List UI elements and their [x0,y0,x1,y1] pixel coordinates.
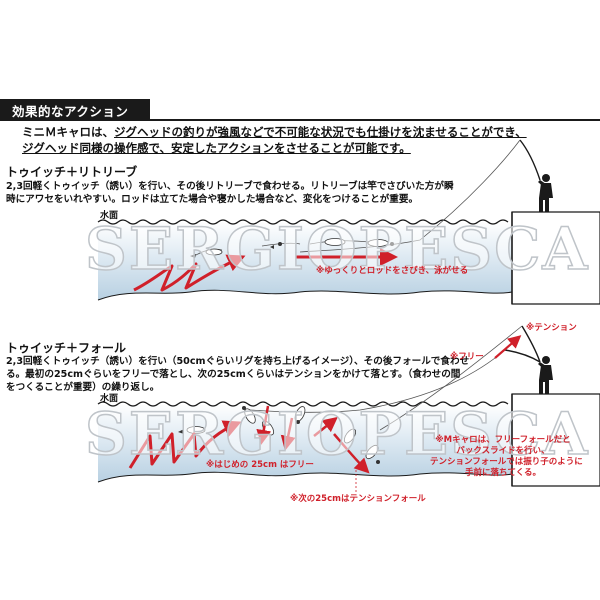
intro-line2: ジグヘッド同様の操作感で、安定したアクションをさせることが可能です。 [22,141,411,155]
section1-line [299,139,521,253]
header-rule [0,119,600,121]
intro-line1-underlined: ジグヘッドの釣りが強風などで不可能な状況でも仕掛けを沈ませることができ、 [114,125,527,139]
section2-angler [538,356,553,394]
section2-line-free [249,349,506,413]
section1-title: トゥイッチ＋リトリーブ [6,165,138,179]
section2-desc: 2,3回軽くトゥイッチ（誘い）を行い（50cmぐらいリグを持ち上げるイメージ）、… [6,355,469,394]
section-header-title: 効果的なアクション [12,104,129,119]
intro-line1-pre: ミニＭキャロは、 [22,125,114,139]
section1-desc-line1: 2,3回軽くトゥイッチ（誘い）を行い、その後リトリーブで食わせる。リトリーブは竿… [6,181,454,192]
section2-note-mcaro-line2: バックスライドを行い、 [456,446,550,456]
section2-title: トゥイッチ＋フォール [6,341,127,355]
section2-note-mcaro: ※Mキャロは、フリーフォールだと バックスライドを行い、 テンションフォールでは… [430,435,583,479]
section2-free-fall-arrow-2 [280,417,296,451]
section-header-tab [0,99,150,121]
section2-note-mcaro-line4: 手前に落ちてくる。 [464,468,542,478]
section2-desc-line2: る。最初の25cmぐらいをフリーで落とし、次の25cmくらいはテンションをかけて… [6,369,461,380]
section2-note-free: ※フリー [450,352,484,362]
section2-rod-raised [521,325,541,363]
section2-note-first25: ※はじめの 25cm はフリー [206,460,314,470]
section2-water-panel [97,393,600,487]
section2-rod-lowered [504,349,541,363]
section2-note-mcaro-line1: ※Mキャロは、フリーフォールだと [435,435,571,445]
section2-zigzag-arrow [128,420,242,469]
section1-note: ※ゆっくりとロッドをさびき、泳がせる [316,266,469,276]
section2-rig-2 [242,406,256,424]
watermark-1: SERGIOPESCA [84,214,590,284]
section2-line-tension [379,325,523,431]
section1-rig-3 [309,238,394,247]
section1-desc-line2: 時にアワセをいれやすい。ロッドは立てた場合や寝かした場合など、変化をつけることが… [6,194,419,205]
section1-rig-2 [261,242,301,249]
section1-angler [538,174,553,212]
section1-desc: 2,3回軽くトゥイッチ（誘い）を行い、その後リトリーブで食わせる。リトリーブは竿… [6,180,454,206]
section2-note-next25: ※次の25cmはテンションフォール [290,494,426,504]
section2-free-fall-arrow-1 [256,405,272,445]
section2-rig-1 [178,426,206,434]
watermark-2: SERGIOPESCA [84,399,590,469]
section2-lift-arrow [313,416,338,437]
section2-rig-4 [294,406,306,424]
section2-rod-lift-arrow [494,335,522,359]
section2-water-label: 水面 [100,394,119,404]
section2-desc-line1: 2,3回軽くトゥイッチ（誘い）を行い（50cmぐらいリグを持ち上げるイメージ）、… [6,356,470,367]
section2-desc-line3: をつくることが重要）の繰り返し。 [6,382,160,393]
section1-water-label: 水面 [100,211,119,221]
section1-rig-1 [190,248,223,258]
intro-text: ミニＭキャロは、ジグヘッドの釣りが強風などで不可能な状況でも仕掛けを沈ませること… [22,124,582,156]
section1-rod [519,139,541,181]
section2-note-mcaro-line3: テンションフォールでは振り子のように [430,457,583,467]
section2-note-tension: ※テンション [526,323,577,333]
section1-zigzag-arrow [133,254,246,292]
section2-tension-fall-arrow [333,433,370,474]
